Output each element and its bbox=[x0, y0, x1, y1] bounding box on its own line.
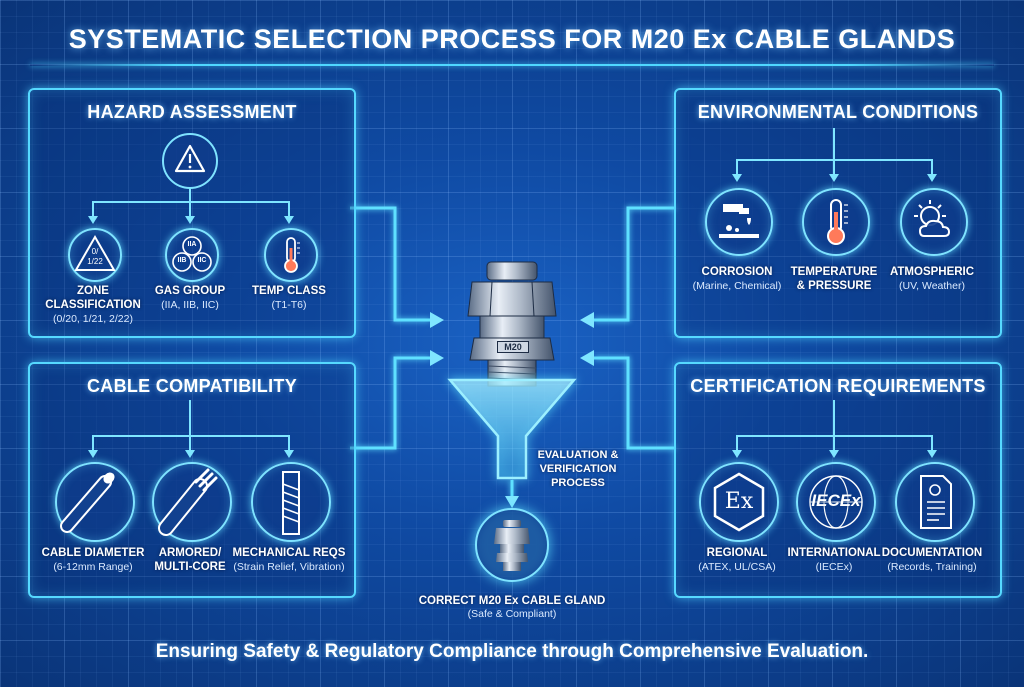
gas-group-sub: (IIA, IIB, IIC) bbox=[161, 299, 219, 311]
temperature-label-line-2: & PRESSURE bbox=[796, 280, 872, 292]
zone-triangle-icon bbox=[74, 234, 116, 271]
mechanical-reqs-label: MECHANICAL REQS bbox=[232, 547, 346, 559]
corrosion-icon bbox=[719, 204, 759, 238]
result-label: CORRECT M20 Ex CABLE GLAND bbox=[418, 595, 606, 607]
zone-label-line-2: CLASSIFICATION bbox=[45, 299, 141, 311]
mechanical-icon-circle bbox=[251, 462, 331, 542]
zone-label-line-1: ZONE bbox=[77, 285, 109, 297]
corrosion-label: CORROSION bbox=[701, 266, 773, 278]
zone-classification-label: ZONE CLASSIFICATION bbox=[33, 284, 153, 312]
gas-group-icon-circle: IIA IIB IIC bbox=[165, 228, 219, 282]
footer-tagline: Ensuring Safety & Regulatory Compliance … bbox=[155, 641, 869, 662]
process-line-2: VERIFICATION bbox=[539, 463, 617, 475]
hazard-assessment-panel: HAZARD ASSESSMENT bbox=[28, 88, 356, 338]
corrosion-sub: (Marine, Chemical) bbox=[692, 280, 782, 292]
gas-group-label: GAS GROUP bbox=[154, 285, 226, 297]
hazard-panel-title: HAZARD ASSESSMENT bbox=[87, 102, 297, 122]
document-icon bbox=[920, 475, 952, 529]
process-line-1: EVALUATION & bbox=[537, 449, 619, 461]
atmospheric-icon-circle bbox=[900, 188, 968, 256]
atmospheric-sub: (UV, Weather) bbox=[899, 280, 965, 292]
sun-cloud-icon bbox=[914, 200, 951, 237]
cable-panel-title: CABLE COMPATIBILITY bbox=[86, 376, 298, 396]
iecex-mark-text: IECEx bbox=[811, 491, 861, 510]
gland-marking: M20 bbox=[497, 341, 529, 353]
international-icon-circle: IECEx bbox=[796, 462, 876, 542]
multicore-cable-icon bbox=[158, 468, 218, 536]
cable-diameter-sub: (6-12mm Range) bbox=[53, 561, 133, 573]
documentation-label: DOCUMENTATION bbox=[881, 547, 983, 559]
corrosion-icon-circle bbox=[705, 188, 773, 256]
ex-mark-text: Ex bbox=[724, 489, 754, 514]
result-sub: (Safe & Compliant) bbox=[467, 608, 557, 620]
temp-class-sub: (T1-T6) bbox=[271, 299, 307, 311]
title-underline bbox=[30, 64, 994, 66]
armored-label-line-2: MULTI-CORE bbox=[154, 561, 226, 573]
cable-diameter-label: CABLE DIAMETER bbox=[41, 547, 145, 559]
regional-label: REGIONAL bbox=[706, 547, 768, 559]
thermometer-icon bbox=[284, 237, 300, 273]
gas-group-icon bbox=[172, 236, 212, 272]
environment-panel-title: ENVIRONMENTAL CONDITIONS bbox=[697, 102, 979, 122]
regional-sub: (ATEX, UL/CSA) bbox=[698, 561, 776, 573]
atmospheric-label: ATMOSPHERIC bbox=[889, 266, 975, 278]
cable-diameter-icon-circle bbox=[55, 462, 135, 542]
process-line-3: PROCESS bbox=[551, 477, 605, 489]
temperature-label-line-1: TEMPERATURE bbox=[790, 266, 878, 278]
strain-relief-icon bbox=[282, 471, 300, 535]
armored-multicore-label: ARMORED/ MULTI-CORE bbox=[130, 546, 250, 574]
temperature-pressure-label: TEMPERATURE & PRESSURE bbox=[774, 265, 894, 293]
temp-class-label: TEMP CLASS bbox=[252, 285, 326, 297]
international-label: INTERNATIONAL bbox=[787, 547, 881, 559]
temp-class-icon-circle bbox=[264, 228, 318, 282]
temperature-icon-circle bbox=[802, 188, 870, 256]
mechanical-reqs-sub: (Strain Relief, Vibration) bbox=[233, 561, 345, 573]
documentation-sub: (Records, Training) bbox=[887, 561, 977, 573]
zone-icon-top-text: 0/ bbox=[91, 247, 99, 256]
zone-icon-bottom-text: 1/22 bbox=[87, 257, 103, 266]
page-title: SYSTEMATIC SELECTION PROCESS FOR M20 Ex … bbox=[68, 24, 956, 54]
zone-classification-sub: (0/20, 1/21, 2/22) bbox=[53, 313, 133, 325]
zone-icon-circle: 0/ 1/22 bbox=[68, 228, 122, 282]
armored-label-line-1: ARMORED/ bbox=[158, 547, 222, 559]
ex-mark-icon bbox=[713, 472, 765, 532]
evaluation-process-label: EVALUATION & VERIFICATION PROCESS bbox=[528, 448, 628, 490]
gas-label-iib: IIB bbox=[177, 257, 187, 264]
cable-icon bbox=[60, 472, 115, 533]
gas-label-iia: IIA bbox=[187, 241, 197, 248]
iecex-globe-icon bbox=[809, 475, 863, 529]
certification-panel-title: CERTIFICATION REQUIREMENTS bbox=[690, 376, 986, 396]
gas-label-iic: IIC bbox=[197, 257, 207, 264]
international-sub: (IECEx) bbox=[815, 561, 853, 573]
regional-icon-circle: Ex bbox=[699, 462, 779, 542]
thermometer-icon bbox=[827, 199, 848, 245]
armored-icon-circle bbox=[152, 462, 232, 542]
documentation-icon-circle bbox=[895, 462, 975, 542]
